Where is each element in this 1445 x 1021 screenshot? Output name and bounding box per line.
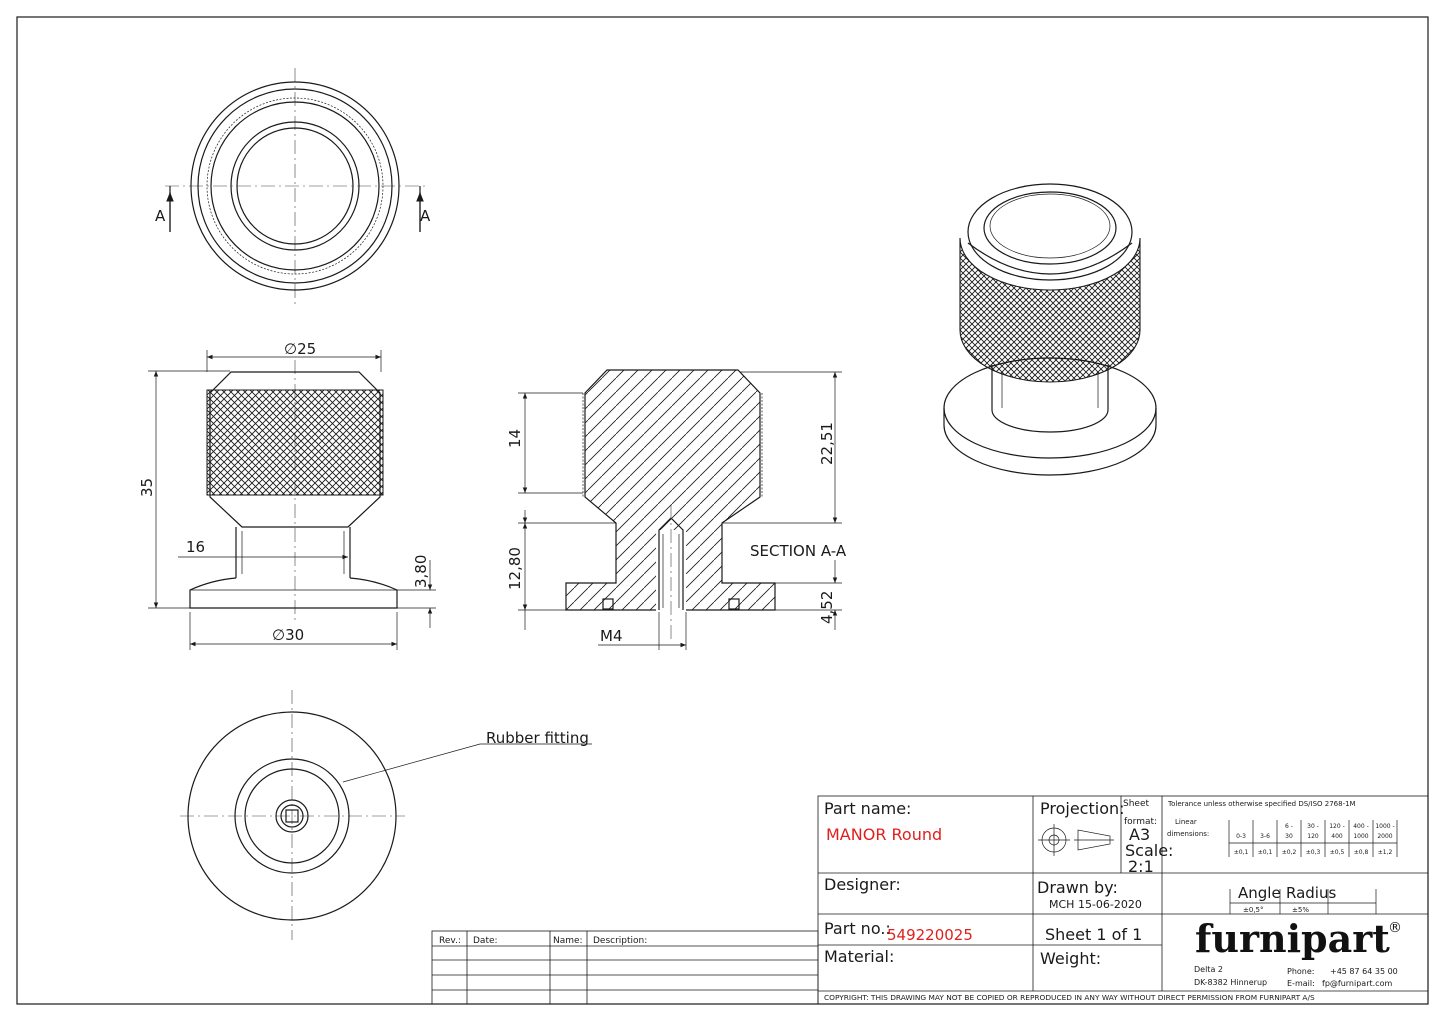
part-name-label: Part name:	[824, 799, 911, 818]
brand-registered-mark: ®	[1388, 920, 1402, 936]
dim-head-length: 22,51	[818, 422, 836, 465]
weight-label: Weight:	[1040, 949, 1101, 968]
range-tolerance: ±0,1	[1258, 849, 1273, 856]
projection-symbol-icon	[1038, 824, 1114, 856]
range-bottom: 1000	[1353, 833, 1368, 840]
range-top: 120 -	[1329, 823, 1345, 830]
range-top: 6 -	[1285, 823, 1293, 830]
designer-label: Designer:	[824, 875, 901, 894]
radius-label: Radius	[1286, 884, 1336, 902]
section-title: SECTION A-A	[750, 542, 847, 560]
dim-thread: M4	[600, 627, 623, 645]
range-bottom: 400	[1331, 833, 1343, 840]
email-label: E-mail:	[1287, 979, 1315, 988]
material-label: Material:	[824, 947, 894, 966]
address-line-2: DK-8382 Hinnerup	[1194, 978, 1267, 987]
tolerance-table: 0-3 ±0,1 3-6 ±0,1 6 - 30 ±0,2 30 - 120 ±0,3 120 - 4…	[1228, 820, 1398, 857]
range-tolerance: ±0,8	[1354, 849, 1369, 856]
range-tolerance: ±0,3	[1306, 849, 1321, 856]
name-header: Name:	[553, 936, 583, 946]
section-mark-left: A	[155, 207, 166, 225]
angle-label: Angle	[1238, 884, 1281, 902]
brand-logo: furnipart	[1195, 916, 1390, 961]
scale-value: 2:1	[1128, 857, 1154, 876]
range-tolerance: ±1,2	[1378, 849, 1393, 856]
dim-diameter-base: ∅30	[272, 626, 304, 644]
dim-diameter-top: ∅25	[284, 340, 316, 358]
revision-table: Rev.: Date: Name: Description:	[431, 930, 819, 1005]
drawn-by-label: Drawn by:	[1037, 878, 1118, 897]
part-no-label: Part no.:	[824, 919, 891, 938]
isometric-view	[943, 183, 1157, 476]
range-top: 30 -	[1307, 823, 1319, 830]
linear-label: Linear	[1175, 818, 1197, 826]
top-view: A A	[155, 68, 431, 305]
drawn-by-value: MCH 15-06-2020	[1049, 898, 1142, 911]
date-header: Date:	[473, 936, 498, 946]
range-top: 400 -	[1353, 823, 1369, 830]
sheet-count: Sheet 1 of 1	[1045, 925, 1142, 944]
angle-tolerance: ±0,5°	[1243, 906, 1264, 914]
range-bottom: 30	[1285, 833, 1293, 840]
phone-label: Phone:	[1287, 967, 1314, 976]
range-bottom: 2000	[1377, 833, 1392, 840]
range-bottom: 120	[1307, 833, 1319, 840]
dim-stem-length: 12,80	[506, 547, 524, 590]
sheet-format-label: Sheet	[1123, 799, 1149, 809]
phone-value: +45 87 64 35 00	[1330, 967, 1398, 976]
description-header: Description:	[593, 936, 647, 946]
scale-label: Scale:	[1125, 841, 1173, 860]
section-view: 14 12,80 22,51 4,52 M4 SECTION A-A	[506, 369, 847, 650]
bottom-view: Rubber fitting	[180, 690, 592, 940]
copyright-notice: COPYRIGHT: THIS DRAWING MAY NOT BE COPIE…	[824, 993, 1315, 1002]
email-value: fp@furnipart.com	[1322, 979, 1392, 988]
tolerance-title: Tolerance unless otherwise specified DS/…	[1167, 800, 1356, 808]
dim-neck-diameter: 16	[186, 538, 205, 556]
dim-base-height: 3,80	[412, 555, 430, 588]
projection-label: Projection:	[1040, 799, 1125, 818]
range-tolerance: ±0,1	[1234, 849, 1249, 856]
section-mark-right: A	[420, 207, 431, 225]
rubber-fitting-callout: Rubber fitting	[486, 729, 589, 747]
sheet-format-value: A3	[1129, 825, 1150, 844]
title-block: Part name: MANOR Round Projection: Sheet…	[817, 795, 1429, 1005]
range-bottom: 3-6	[1260, 833, 1270, 840]
address-line-1: Delta 2	[1194, 965, 1223, 974]
dim-knurl-length: 14	[506, 429, 524, 448]
front-view: ∅25 35 16 3,80 ∅30	[138, 340, 436, 650]
part-no-value: 549220025	[887, 926, 973, 944]
dim-height: 35	[138, 478, 156, 497]
radius-tolerance: ±5%	[1292, 906, 1309, 914]
linear-label-2: dimensions:	[1167, 830, 1209, 838]
dim-base-thickness: 4,52	[818, 591, 836, 624]
range-bottom: 0-3	[1236, 833, 1246, 840]
sheet-format-label-2: format:	[1124, 817, 1157, 827]
range-top: 1000 -	[1375, 823, 1394, 830]
part-name-value: MANOR Round	[826, 825, 942, 844]
range-tolerance: ±0,2	[1282, 849, 1297, 856]
rev-header: Rev.:	[439, 936, 461, 946]
range-tolerance: ±0,5	[1330, 849, 1345, 856]
